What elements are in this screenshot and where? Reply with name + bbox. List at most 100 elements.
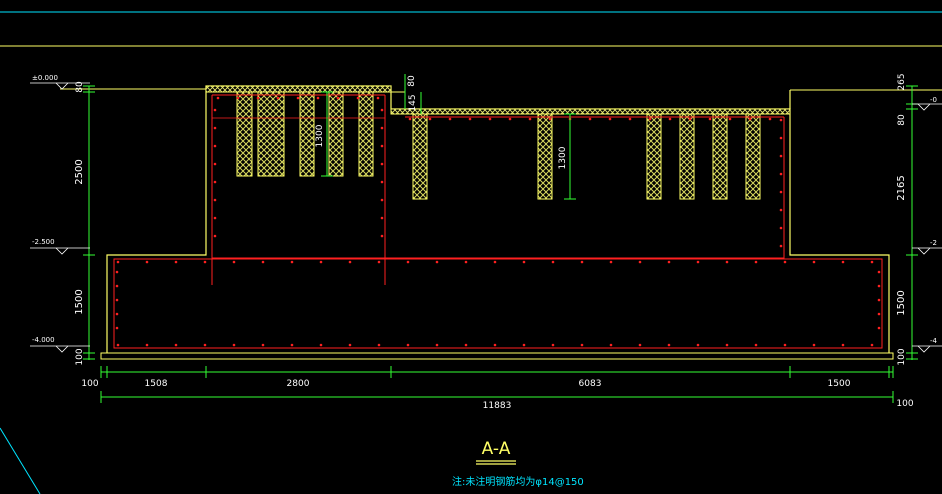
rebar-dot xyxy=(213,126,217,130)
rebar-dot xyxy=(468,117,472,121)
rebar-dot xyxy=(377,343,381,347)
step-detail xyxy=(391,91,406,109)
section-title: A-A xyxy=(482,439,511,459)
rebar-lower-cage xyxy=(113,258,883,349)
rebar-dot xyxy=(203,343,207,347)
rebar-dot xyxy=(115,284,119,288)
rebar-dot xyxy=(877,270,881,274)
rebar-dot xyxy=(783,343,787,347)
rebar-dot xyxy=(380,126,384,130)
level-marker-left-mid xyxy=(30,247,90,255)
dim-left-2500: 2500 xyxy=(74,159,85,184)
level-marker-right-top xyxy=(912,103,942,111)
rebar-dot xyxy=(748,117,752,121)
rebar-dot xyxy=(376,96,380,100)
rebar-dot xyxy=(296,96,300,100)
beam-r2 xyxy=(537,113,553,200)
dim-right-265: 265 xyxy=(897,73,907,90)
dim-left-80: 80 xyxy=(75,81,85,93)
rebar-dot xyxy=(408,117,412,121)
rebar-dot xyxy=(435,343,439,347)
rebar-dot xyxy=(380,144,384,148)
rebar-dot xyxy=(667,260,671,264)
rebar-dot xyxy=(877,312,881,316)
rebar-dot xyxy=(638,343,642,347)
rebar-dot xyxy=(493,260,497,264)
rebar-dot xyxy=(548,117,552,121)
beam-l3 xyxy=(299,91,315,177)
dim-1300-left: 1300 xyxy=(315,124,325,147)
rebar-dot xyxy=(551,343,555,347)
rebar-dot xyxy=(213,144,217,148)
rebar-dot xyxy=(116,343,120,347)
rebar-dot xyxy=(380,180,384,184)
rebar-dot xyxy=(580,343,584,347)
rebar-dot xyxy=(779,226,783,230)
dim-bottom-6083: 6083 xyxy=(579,379,602,389)
rebar-dot xyxy=(877,326,881,330)
rebar-dot xyxy=(488,117,492,121)
rebar-note: 注:未注明钢筋均为φ14@150 xyxy=(452,475,584,488)
dim-bottom-1500: 1500 xyxy=(828,379,851,389)
rebar-dot xyxy=(406,343,410,347)
rebar-dot xyxy=(638,260,642,264)
beam-r3 xyxy=(646,113,662,200)
rebar-dot xyxy=(696,260,700,264)
rebar-dot xyxy=(290,260,294,264)
base-slab xyxy=(100,352,894,360)
level-right-bottom: -4 xyxy=(930,337,938,345)
rebar-dot xyxy=(725,343,729,347)
rebar-dot xyxy=(528,117,532,121)
dim-bottom-100-left: 100 xyxy=(81,379,98,389)
rebar-dot xyxy=(493,343,497,347)
rebar-dot xyxy=(380,108,384,112)
rebar-dot xyxy=(877,298,881,302)
rebar-dots xyxy=(115,96,881,347)
beam-l4 xyxy=(328,91,344,177)
rebar-dot xyxy=(754,343,758,347)
rebar-dot xyxy=(116,260,120,264)
level-marker-left-top xyxy=(30,82,90,90)
rebar-dot xyxy=(648,117,652,121)
rebar-dot xyxy=(256,96,260,100)
rebar-dot xyxy=(464,343,468,347)
rebar-dot xyxy=(380,216,384,220)
dimension-ticks xyxy=(83,85,918,403)
rebar-dot xyxy=(213,180,217,184)
dim-1300-right: 1300 xyxy=(558,146,568,169)
rebar-dot xyxy=(213,162,217,166)
rebar-dot xyxy=(213,108,217,112)
top-slab-right xyxy=(390,108,791,115)
rebar-dot xyxy=(213,234,217,238)
rebar-dot xyxy=(464,260,468,264)
rebar-dot xyxy=(377,260,381,264)
rebar-dot xyxy=(348,343,352,347)
rebar-dot xyxy=(115,298,119,302)
rebar-dot xyxy=(609,260,613,264)
rebar-dot xyxy=(841,343,845,347)
rebar-dot xyxy=(779,154,783,158)
rebar-dot xyxy=(380,234,384,238)
dim-bottom-2800: 2800 xyxy=(287,379,310,389)
level-right-mid: -2 xyxy=(930,239,937,247)
rebar-dot xyxy=(779,136,783,140)
dim-right-100: 100 xyxy=(897,348,907,365)
structure-outline xyxy=(106,85,890,353)
rebar-dot xyxy=(115,312,119,316)
rebar-dot xyxy=(508,117,512,121)
beam-r5 xyxy=(712,113,728,200)
rebar-dot xyxy=(290,343,294,347)
rebar-dot xyxy=(435,260,439,264)
rebar-dot xyxy=(779,172,783,176)
rebar-dot xyxy=(145,260,149,264)
rebar-dot xyxy=(696,343,700,347)
level-marker-right-mid xyxy=(912,247,942,255)
rebar-dot xyxy=(319,343,323,347)
rebar-dot xyxy=(779,118,783,122)
rebar-dot xyxy=(688,117,692,121)
level-left-mid: -2.500 xyxy=(32,238,55,246)
rebar-dot xyxy=(551,260,555,264)
dim-top-80: 80 xyxy=(407,75,417,87)
dim-bottom-100-right: 100 xyxy=(896,399,913,409)
rebar-dot xyxy=(708,117,712,121)
